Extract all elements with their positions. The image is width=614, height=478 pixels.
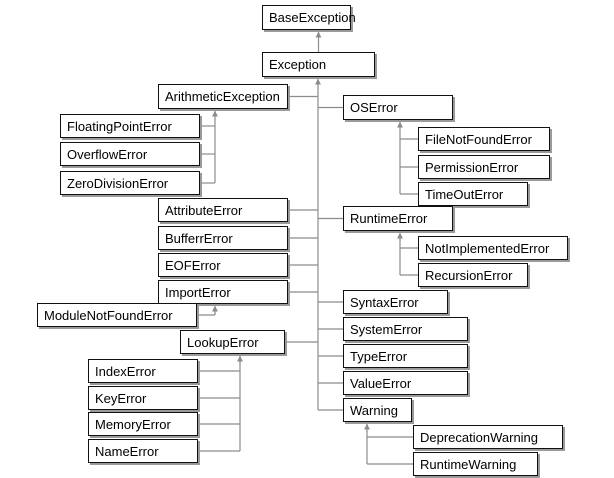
node-arithmeticexception[interactable]: ArithmeticException — [158, 84, 288, 109]
node-label: ArithmeticException — [165, 89, 280, 104]
node-deprecationwarning[interactable]: DeprecationWarning — [413, 425, 563, 449]
node-label: PermissionError — [425, 159, 519, 175]
node-indexerror[interactable]: IndexError — [88, 359, 198, 383]
node-modulenotfounderror[interactable]: ModuleNotFoundError — [37, 303, 197, 327]
node-label: Warning — [350, 402, 398, 418]
node-label: TimeOutError — [425, 186, 504, 202]
node-label: OSError — [350, 100, 398, 115]
node-label: RuntimeError — [350, 211, 428, 226]
node-label: ImportError — [165, 284, 231, 300]
node-systemerror[interactable]: SystemError — [343, 317, 468, 341]
node-nameerror[interactable]: NameError — [88, 439, 198, 463]
node-label: SystemError — [350, 321, 423, 337]
node-syntaxerror[interactable]: SyntaxError — [343, 290, 448, 314]
node-filenotfounderror[interactable]: FileNotFoundError — [418, 127, 550, 151]
node-label: RecursionError — [425, 267, 513, 283]
node-label: ZeroDivisionError — [67, 175, 169, 191]
node-label: NameError — [95, 443, 159, 459]
node-warning[interactable]: Warning — [343, 398, 412, 422]
node-label: BaseException — [269, 10, 356, 25]
node-label: OverflowError — [67, 146, 148, 162]
node-timeouterror[interactable]: TimeOutError — [418, 182, 528, 206]
node-label: SyntaxError — [350, 294, 419, 310]
node-permissionerror[interactable]: PermissionError — [418, 155, 550, 179]
node-attributeerror[interactable]: AttributeError — [158, 198, 288, 222]
node-label: ValueError — [350, 375, 412, 391]
node-notimplementederror[interactable]: NotImplementedError — [418, 236, 568, 260]
node-floatingpointerror[interactable]: FloatingPointError — [60, 114, 200, 138]
node-keyerror[interactable]: KeyError — [88, 386, 198, 410]
node-label: IndexError — [95, 363, 156, 379]
node-runtimewarning[interactable]: RuntimeWarning — [413, 452, 538, 476]
node-oserror[interactable]: OSError — [343, 95, 453, 120]
node-baseexception[interactable]: BaseException — [262, 5, 356, 30]
node-label: KeyError — [95, 390, 147, 406]
node-eoferror[interactable]: EOFError — [158, 253, 288, 277]
node-label: FloatingPointError — [67, 118, 172, 134]
node-zerodivisionerror[interactable]: ZeroDivisionError — [60, 171, 200, 195]
node-exception[interactable]: Exception — [262, 52, 375, 77]
node-label: DeprecationWarning — [420, 429, 539, 445]
node-label: LookupError — [187, 334, 259, 350]
node-overflowerror[interactable]: OverflowError — [60, 142, 200, 166]
node-importerror[interactable]: ImportError — [158, 280, 288, 304]
node-label: AttributeError — [165, 202, 243, 218]
node-bufferrerror[interactable]: BufferrError — [158, 226, 288, 250]
node-label: ModuleNotFoundError — [44, 307, 173, 323]
node-valueerror[interactable]: ValueError — [343, 371, 468, 395]
node-label: TypeError — [350, 348, 408, 364]
node-label: NotImplementedError — [425, 240, 550, 256]
node-label: RuntimeWarning — [420, 456, 517, 472]
node-memoryerror[interactable]: MemoryError — [88, 412, 198, 436]
node-lookuperror[interactable]: LookupError — [180, 330, 285, 354]
node-typeerror[interactable]: TypeError — [343, 344, 468, 368]
node-label: Exception — [269, 57, 327, 72]
node-runtimeerror[interactable]: RuntimeError — [343, 206, 453, 231]
node-recursionerror[interactable]: RecursionError — [418, 263, 528, 287]
node-label: MemoryError — [95, 416, 171, 432]
node-label: FileNotFoundError — [425, 131, 532, 147]
node-label: BufferrError — [165, 230, 233, 246]
node-label: EOFError — [165, 257, 221, 273]
